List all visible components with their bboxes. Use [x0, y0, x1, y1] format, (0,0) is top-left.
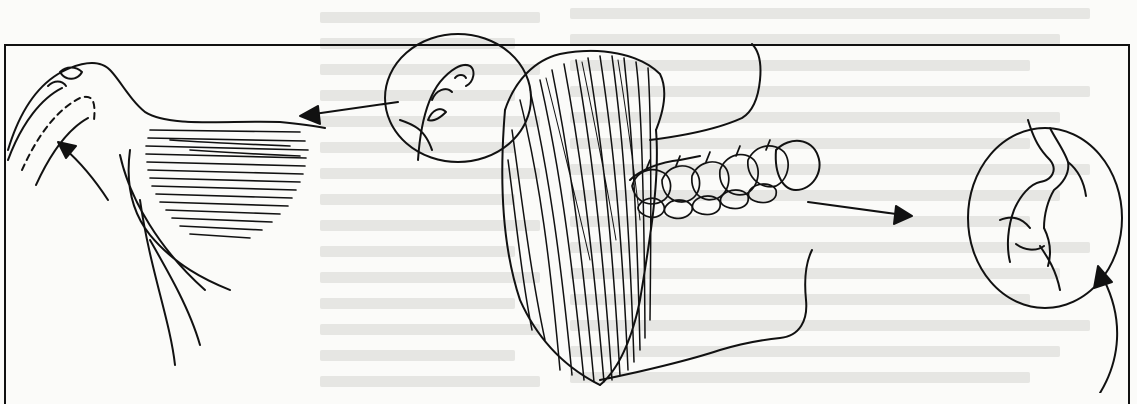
front-tooth-bulb	[776, 141, 820, 190]
anatomical-illustration	[0, 0, 1137, 393]
right-arrow-up	[1094, 266, 1117, 393]
central-muscle-bundle	[502, 51, 664, 385]
left-arrow-up	[58, 142, 108, 200]
arrow-right	[808, 202, 912, 224]
arrow-left	[300, 102, 398, 124]
scanned-page	[0, 0, 1137, 393]
left-muscle-fibres	[146, 130, 308, 238]
